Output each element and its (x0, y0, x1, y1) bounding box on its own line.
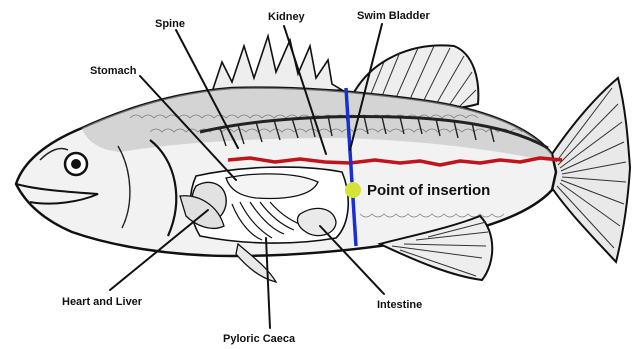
kidney-label: Kidney (268, 11, 306, 23)
heart-and-liver-label: Heart and Liver (62, 296, 143, 308)
point-of-insertion-label: Point of insertion (367, 182, 490, 199)
swim-bladder-label: Swim Bladder (357, 10, 430, 22)
spiny-dorsal-fin (212, 36, 342, 92)
intestine-label: Intestine (377, 299, 422, 311)
spine-label: Spine (155, 18, 185, 30)
insertion-point (345, 182, 361, 198)
pyloric-caeca-label: Pyloric Caeca (223, 333, 296, 345)
caudal-fin (548, 78, 630, 262)
stomach-label: Stomach (90, 65, 137, 77)
